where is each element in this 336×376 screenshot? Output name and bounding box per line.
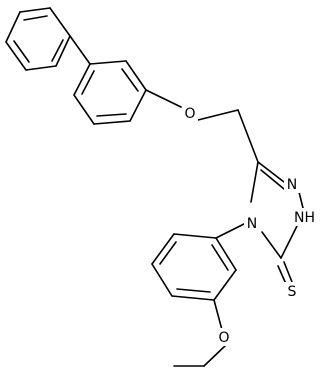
phenyl-ring-middle bbox=[73, 60, 147, 125]
label-n-lower: N bbox=[247, 216, 257, 232]
n-aryl-bond bbox=[215, 223, 245, 239]
label-s: S bbox=[288, 284, 297, 300]
atom-n-lower: N bbox=[244, 214, 260, 232]
atom-s: S bbox=[284, 282, 300, 300]
label-n-upper: N bbox=[287, 177, 297, 193]
triazole-ring bbox=[250, 161, 305, 285]
phenyl-ring-top bbox=[5, 7, 71, 71]
atom-o-top: O bbox=[182, 104, 198, 122]
oxymethyl-linker bbox=[145, 89, 259, 163]
label-o-top: O bbox=[184, 106, 195, 122]
atom-nh: NH bbox=[292, 208, 322, 226]
label-nh: NH bbox=[294, 210, 315, 226]
phenyl-ring-bottom bbox=[151, 233, 237, 301]
biphenyl-bond bbox=[69, 35, 91, 65]
ethoxy-group bbox=[173, 299, 227, 367]
label-o-bottom: O bbox=[218, 330, 229, 346]
atom-o-bottom: O bbox=[216, 328, 232, 346]
atom-n-upper: N bbox=[284, 175, 300, 193]
